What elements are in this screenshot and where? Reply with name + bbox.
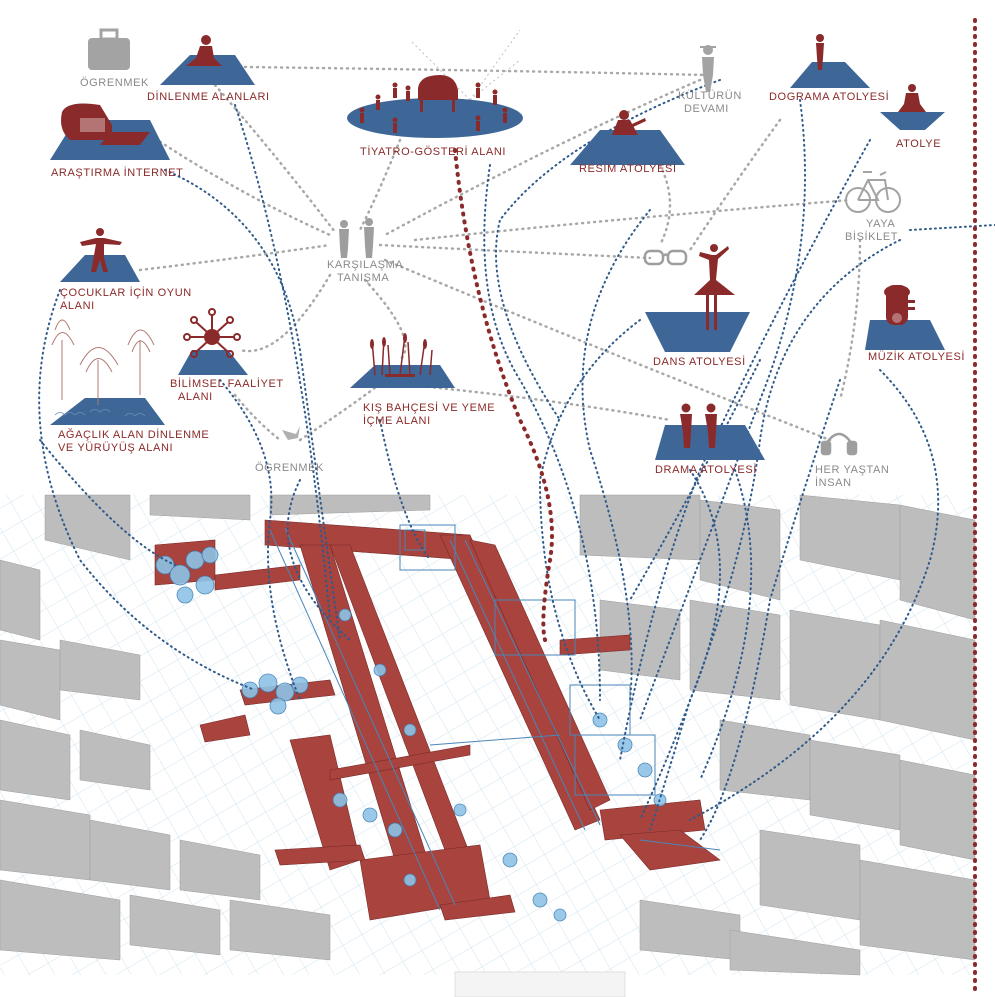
label-her-yas-2: İNSAN <box>815 477 852 489</box>
headphones-icon <box>820 432 858 456</box>
reeds-icon <box>370 333 433 377</box>
label-karsilasma-2: TANIŞMA <box>337 272 390 284</box>
bicycle-icon <box>845 171 901 213</box>
glasses-icon <box>643 249 688 266</box>
child-icon <box>80 228 122 272</box>
label-agaclik-2: VE YÜRÜYÜŞ ALANI <box>58 442 174 454</box>
ballerina-icon <box>694 244 735 330</box>
urban-plan <box>0 494 976 997</box>
label-kultur-1: KÜLTÜRÜN <box>678 90 742 102</box>
two-people-icon <box>339 218 374 258</box>
dograma-person-icon <box>816 34 824 70</box>
label-kis-2: İÇME ALANI <box>363 415 431 427</box>
piano-icon <box>359 75 508 133</box>
surrounding-buildings <box>0 494 976 976</box>
tuba-icon <box>884 285 915 325</box>
label-bilimsel-2: ALANI <box>178 391 213 403</box>
trees-icon <box>51 319 155 417</box>
label-dans: DANS ATOLYESİ <box>653 356 746 368</box>
label-kultur-2: DEVAMI <box>684 103 729 115</box>
drama-people-icon <box>680 403 717 448</box>
label-muzik: MÜZİK ATOLYESİ <box>868 351 966 363</box>
molecule-icon <box>183 308 241 358</box>
label-kis-1: KIŞ BAHÇESİ VE YEME <box>363 402 496 414</box>
label-tiyatro: TİYATRO-GÖSTERİ ALANI <box>360 146 507 158</box>
label-bisiklet-1: YAYA <box>866 218 896 230</box>
label-drama: DRAMA ATOLYESİ <box>655 464 757 476</box>
label-agaclik-1: AĞAÇLIK ALAN DİNLENME <box>58 429 210 441</box>
gray-connectors <box>133 65 862 442</box>
label-cocuk-2: ALANI <box>60 300 95 312</box>
label-bisiklet-2: BİSİKLET <box>845 231 899 243</box>
painter-icon <box>612 110 646 135</box>
label-ogrenmek-mid: ÖGRENMEK <box>255 462 324 474</box>
label-ogrenmek-top: ÖGRENMEK <box>80 77 149 89</box>
label-karsilasma-1: KARŞILAŞMA <box>327 259 404 271</box>
label-cocuk-1: ÇOCUKLAR İÇİN OYUN <box>60 287 192 299</box>
structures <box>269 524 721 911</box>
label-her-yas-1: HER YAŞTAN <box>815 464 890 476</box>
label-dinlenme: DİNLENME ALANLARI <box>147 91 270 103</box>
label-arastirma: ARAŞTIRMA İNTERNET <box>51 167 184 179</box>
computer-icon <box>61 103 150 145</box>
label-dograma: DOGRAMA ATOLYESİ <box>769 91 890 103</box>
ground-strip <box>454 971 626 997</box>
red-connectors <box>453 18 977 992</box>
label-resim: RESİM ATOLYESİ <box>579 163 677 175</box>
label-bilimsel-1: BİLİMSEL FAALİYET <box>170 378 284 390</box>
label-atolye: ATOLYE <box>896 138 942 150</box>
standing-person-icon <box>700 45 716 92</box>
resting-person-icon <box>186 35 222 66</box>
seated-person-icon <box>898 84 926 112</box>
suitcase-icon <box>88 28 130 70</box>
bird-icon <box>282 426 300 440</box>
blue-connectors <box>38 79 995 841</box>
